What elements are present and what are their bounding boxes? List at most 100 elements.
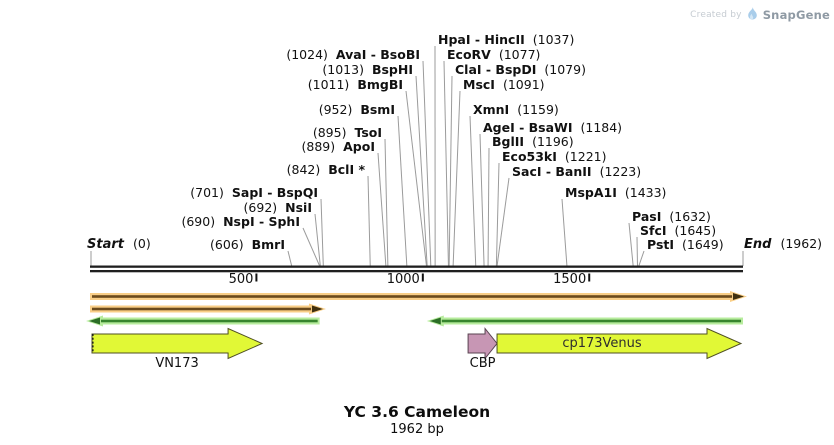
enzyme-label: EcoRV (1077) — [447, 48, 540, 61]
figure-title: YC 3.6 Cameleon — [343, 403, 491, 421]
axis-tick-text: 1500 — [553, 272, 587, 287]
enzyme-position: (701) — [190, 185, 224, 200]
enzyme-label: SfcI (1645) — [640, 224, 716, 237]
enzyme-position: (1649) — [682, 237, 724, 252]
sequence-line-top — [90, 265, 743, 268]
enzyme-position: (1079) — [544, 62, 586, 77]
enzyme-name: HpaI - HincII — [438, 32, 525, 47]
enzyme-position: (1645) — [674, 223, 717, 238]
enzyme-name: SapI - BspQI — [231, 185, 318, 200]
restriction-site-connector — [384, 138, 389, 267]
enzyme-name: AvaI - BsoBI — [335, 47, 420, 62]
enzyme-position: (1223) — [599, 164, 642, 179]
enzyme-name: MspA1I — [565, 185, 617, 200]
feature-name-text: cp173Venus — [562, 335, 642, 351]
snapgene-brand-text: SnapGene — [762, 7, 830, 22]
enzyme-name: SfcI — [640, 223, 667, 238]
read-arrowhead — [311, 305, 323, 313]
enzyme-name: TsoI — [354, 125, 382, 140]
restriction-site-connector — [638, 250, 645, 267]
restriction-site-connector — [415, 75, 428, 267]
read-arrow-core — [92, 295, 732, 298]
enzyme-position: (606) — [210, 237, 244, 252]
end-label: End (1962) — [744, 237, 822, 251]
restriction-site-connector — [561, 198, 568, 267]
enzyme-label: (690)NspI - SphI — [181, 215, 300, 228]
enzyme-label: (692)NsiI — [244, 201, 312, 214]
feature-name-label: CBP — [470, 357, 496, 371]
read-arrow-core — [92, 307, 311, 311]
read-arrowhead — [733, 293, 744, 300]
restriction-site-connector — [377, 152, 387, 267]
snapgene-logo-icon — [747, 5, 758, 24]
enzyme-name: ClaI - BspDI — [455, 62, 537, 77]
enzyme-name: EcoRV — [447, 47, 491, 62]
enzyme-position: (1013) — [322, 62, 364, 77]
enzyme-position: (1433) — [624, 185, 667, 200]
enzyme-name: XmnI — [473, 102, 510, 117]
enzyme-name: BmrI — [251, 237, 285, 252]
enzyme-name: NsiI — [285, 200, 312, 215]
restriction-site-connector — [302, 227, 321, 267]
enzyme-name: PstI — [647, 237, 675, 252]
enzyme-position: (889) — [301, 139, 336, 154]
start-text: Start — [87, 237, 124, 252]
enzyme-name: BspHI — [371, 62, 413, 77]
enzyme-name: AgeI - BsaWI — [483, 120, 573, 135]
enzyme-position: (1024) — [286, 47, 328, 62]
feature-name-label: cp173Venus — [562, 335, 642, 351]
feature-name-label: VN173 — [155, 357, 198, 371]
sequence-line-bottom — [90, 270, 743, 273]
enzyme-label: PasI (1632) — [632, 210, 711, 223]
enzyme-label: MscI(1091) — [463, 78, 545, 91]
enzyme-label: Eco53kI(1221) — [502, 150, 606, 163]
feature-arrow-cbp — [467, 327, 498, 360]
enzyme-label: AgeI - BsaWI(1184) — [483, 121, 622, 134]
restriction-site-connector — [469, 115, 477, 267]
enzyme-position: (1221) — [564, 149, 607, 164]
end-text: End — [744, 237, 772, 252]
restriction-site-connector — [314, 213, 321, 267]
enzyme-name: ApoI — [343, 139, 375, 154]
restriction-site-connector — [452, 90, 461, 267]
enzyme-position: (1077) — [498, 47, 541, 62]
enzyme-name: BclI * — [328, 162, 365, 177]
enzyme-label: (1024) AvaI - BsoBI — [286, 48, 420, 61]
feature-arrow-vn173 — [91, 327, 264, 360]
axis-tick-text: 1000 — [386, 272, 420, 287]
enzyme-label: ClaI - BspDI (1079) — [455, 63, 586, 76]
restriction-site-connector — [320, 198, 324, 267]
enzyme-label: MspA1I (1433) — [565, 186, 666, 199]
enzyme-name: BmgBI — [357, 77, 403, 92]
enzyme-position: (952) — [318, 102, 353, 117]
enzyme-name: MscI — [463, 77, 495, 92]
enzyme-name: BglII — [492, 134, 525, 149]
restriction-site-connector — [422, 60, 432, 267]
enzyme-label: XmnI (1159) — [473, 103, 559, 116]
restriction-site-connector — [479, 133, 485, 267]
enzyme-name: PasI — [632, 209, 662, 224]
restriction-site-connector — [628, 222, 634, 267]
enzyme-label: BglII (1196) — [492, 135, 574, 148]
enzyme-label: (895) TsoI — [313, 126, 382, 139]
enzyme-position: (1632) — [669, 209, 711, 224]
read-arrowhead — [89, 317, 100, 325]
end-position: (1962) — [780, 236, 823, 251]
restriction-site-connector — [487, 147, 490, 267]
restriction-site-connector — [405, 90, 427, 267]
start-label: Start(0) — [87, 237, 151, 251]
enzyme-position: (842) — [286, 162, 321, 177]
enzyme-label: (842) BclI * — [287, 163, 365, 176]
enzyme-position: (895) — [312, 125, 347, 140]
enzyme-position: (1037) — [532, 32, 575, 47]
enzyme-label: HpaI - HincII (1037) — [438, 33, 574, 46]
enzyme-label: SacI - BanII(1223) — [512, 165, 641, 178]
enzyme-position: (1011) — [307, 77, 350, 92]
enzyme-position: (1159) — [517, 102, 559, 117]
feature-name-text: CBP — [469, 356, 496, 371]
feature-arrow-cp173venus — [496, 327, 743, 360]
enzyme-position: (1196) — [532, 134, 574, 149]
